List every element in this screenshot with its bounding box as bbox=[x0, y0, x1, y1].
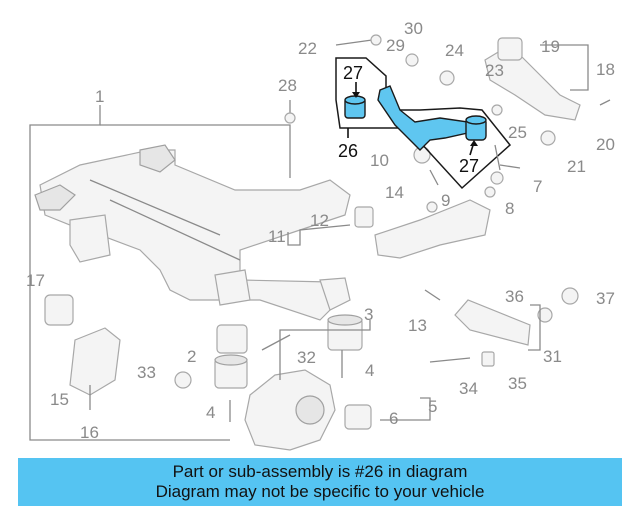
subframe-part bbox=[34, 144, 351, 321]
bushing-upper bbox=[216, 324, 248, 354]
highlight-box bbox=[335, 57, 512, 190]
callout-23: 23 bbox=[485, 61, 504, 80]
bushing-2 bbox=[214, 354, 248, 389]
callout-14: 14 bbox=[385, 183, 404, 202]
link-31 bbox=[454, 299, 531, 346]
callout-1: 1 bbox=[95, 87, 104, 106]
bushing-6 bbox=[344, 404, 372, 430]
callout-24: 24 bbox=[445, 41, 464, 60]
callout-16: 16 bbox=[80, 423, 99, 442]
callout-27-right: 27 bbox=[459, 156, 479, 176]
callout-31: 31 bbox=[543, 347, 562, 366]
callout-4b: 4 bbox=[365, 361, 374, 380]
callout-36: 36 bbox=[505, 287, 524, 306]
callout-22: 22 bbox=[298, 39, 317, 58]
callout-20: 20 bbox=[596, 135, 615, 154]
bracket-15 bbox=[69, 327, 121, 396]
callout-30: 30 bbox=[404, 19, 423, 38]
callout-12: 12 bbox=[310, 211, 329, 230]
callout-34: 34 bbox=[459, 379, 478, 398]
bushing-3 bbox=[327, 314, 363, 351]
lower-arm-11 bbox=[354, 199, 491, 259]
callout-27-left: 27 bbox=[343, 63, 363, 83]
callout-35: 35 bbox=[508, 374, 527, 393]
callout-26: 26 bbox=[338, 141, 358, 161]
callout-10: 10 bbox=[370, 151, 389, 170]
highlighted-part-26 bbox=[344, 82, 487, 156]
callout-5: 5 bbox=[428, 397, 437, 416]
callout-32: 32 bbox=[297, 348, 316, 367]
callouts: 1 2 3 4 4 5 6 7 8 9 10 11 12 13 14 15 16… bbox=[26, 19, 615, 442]
callout-28: 28 bbox=[278, 76, 297, 95]
mount-17 bbox=[44, 294, 74, 326]
callout-18: 18 bbox=[596, 60, 615, 79]
callout-9: 9 bbox=[441, 191, 450, 210]
callout-19: 19 bbox=[541, 37, 560, 56]
banner-line-1: Part or sub-assembly is #26 in diagram bbox=[172, 462, 468, 481]
callout-15: 15 bbox=[50, 390, 69, 409]
callout-13: 13 bbox=[408, 316, 427, 335]
callout-37: 37 bbox=[596, 289, 615, 308]
banner-line-2: Diagram may not be specific to your vehi… bbox=[155, 482, 485, 501]
callout-2: 2 bbox=[187, 347, 196, 366]
callout-21: 21 bbox=[567, 157, 586, 176]
callout-3: 3 bbox=[364, 305, 373, 324]
callout-6: 6 bbox=[389, 409, 398, 428]
callout-25: 25 bbox=[508, 123, 527, 142]
leader-lines bbox=[29, 44, 589, 441]
callout-33: 33 bbox=[137, 363, 156, 382]
callout-7: 7 bbox=[533, 177, 542, 196]
callout-4a: 4 bbox=[206, 403, 215, 422]
knuckle-part bbox=[244, 369, 336, 451]
upper-arm-18 bbox=[484, 37, 581, 121]
callout-11: 11 bbox=[268, 227, 286, 246]
callout-17: 17 bbox=[26, 271, 45, 290]
callout-29: 29 bbox=[386, 36, 405, 55]
hardware bbox=[89, 34, 611, 422]
callout-8: 8 bbox=[505, 199, 514, 218]
info-banner: Part or sub-assembly is #26 in diagram D… bbox=[18, 458, 622, 506]
